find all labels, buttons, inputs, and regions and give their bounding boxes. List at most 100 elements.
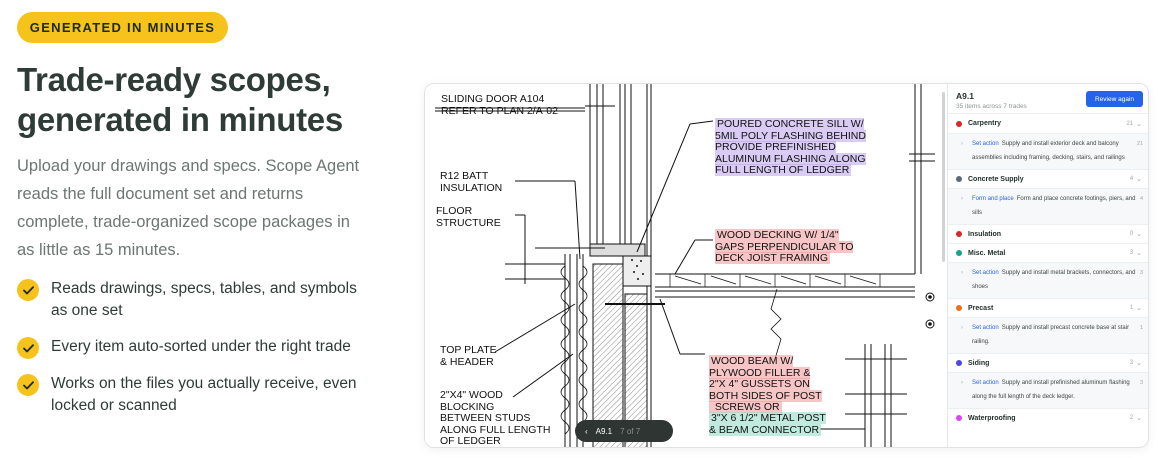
trade-count: 0 (1129, 231, 1134, 237)
trade-count: 21 (1126, 120, 1134, 127)
trade-count: 2 (1129, 415, 1134, 421)
construction-detail-drawing (435, 84, 935, 447)
chevron-down-icon[interactable]: ⌄ (1136, 120, 1142, 128)
sheet-pager[interactable]: ‹ A9.1 7 of 7 (575, 420, 673, 442)
beam-note: WOOD BEAM W/ PLYWOOD FILLER & 2"X 4" GUS… (709, 355, 822, 414)
check-icon (17, 279, 39, 301)
batt-insulation-label: R12 BATT INSULATION (440, 170, 503, 194)
panel-header: A9.1 35 items across 7 trades Review aga… (948, 84, 1148, 114)
lede-text: Upload your drawings and specs. Scope Ag… (17, 157, 360, 259)
feature-text: Works on the files you actually receive,… (51, 375, 357, 414)
trade-name: Insulation (968, 230, 1002, 238)
drawing-scrollbar[interactable] (942, 92, 945, 262)
scope-item-action[interactable]: Set action (972, 325, 999, 331)
panel-sheet-meta: 35 items across 7 trades (956, 103, 1027, 110)
trade-color-dot (956, 415, 962, 421)
check-icon (17, 337, 39, 359)
scope-item-text: Supply and install exterior deck and bal… (972, 141, 1125, 161)
chevron-down-icon[interactable]: ⌄ (1136, 250, 1142, 257)
floor-structure-label: FLOOR STRUCTURE (436, 205, 501, 229)
trade-name: Carpentry (968, 120, 1002, 127)
chevron-right-icon[interactable]: › (961, 196, 963, 202)
pager-sheet: A9.1 (595, 426, 613, 436)
trade-name: Misc. Metal (968, 249, 1006, 257)
scope-item-count: 3 (1139, 270, 1143, 276)
scope-item-text: Supply and install prefinished aluminum … (972, 380, 1130, 400)
sill-note: POURED CONCRETE SILL W/ 5mil POLY FLASHI… (715, 118, 866, 177)
trade-row[interactable]: Concrete Supply 4⌄ (948, 169, 1148, 188)
scope-item-action[interactable]: Set action (972, 141, 999, 147)
chevron-down-icon[interactable]: ⌄ (1136, 415, 1142, 422)
scope-panel: A9.1 35 items across 7 trades Review aga… (947, 84, 1148, 447)
review-again-button[interactable]: Review again (1086, 91, 1143, 107)
trade-name: Precast (968, 304, 994, 312)
trade-color-dot (956, 120, 962, 127)
chevron-down-icon[interactable]: ⌄ (1136, 305, 1142, 312)
headline-line-2: generated in minutes (17, 101, 343, 138)
scope-item-action[interactable]: Set action (972, 380, 999, 386)
drawing-viewer[interactable]: SLIDING DOOR A104 REFER TO PLAN 2/A-02 P… (425, 84, 947, 447)
sill-note-text: POURED CONCRETE SILL W/ 5mil POLY FLASHI… (715, 118, 866, 176)
top-plate-label: TOP PLATE & HEADER (440, 344, 497, 368)
chevron-down-icon[interactable]: ⌄ (1136, 360, 1142, 367)
headline-line-1: Trade-ready scopes, (17, 61, 331, 98)
chevron-right-icon[interactable]: › (961, 270, 963, 276)
blocking-label: 2"X4" WOOD BLOCKING BETWEEN STUDS ALONG … (440, 389, 551, 447)
chevron-right-icon[interactable]: › (961, 380, 963, 386)
scope-item-text: Supply and install precast concrete base… (972, 325, 1130, 345)
trade-row[interactable]: Waterproofing 2⌄ (948, 408, 1148, 427)
pager-count: 7 of 7 (620, 426, 641, 436)
generated-badge: GENERATED IN MINUTES (17, 12, 228, 43)
chevron-left-icon[interactable]: ‹ (585, 426, 588, 436)
scope-item-action[interactable]: Form and place (972, 196, 1014, 202)
trade-name: Waterproofing (968, 414, 1016, 422)
post-note-text: 3"X 6 1/2" METAL POST & BEAM CONNECTOR (709, 412, 826, 436)
feature-item: Reads drawings, specs, tables, and symbo… (17, 278, 367, 322)
trade-row[interactable]: Precast 1⌄ (948, 298, 1148, 317)
trade-color-dot (956, 176, 962, 182)
sliding-door-label: SLIDING DOOR A104 REFER TO PLAN 2/A-02 (441, 93, 558, 117)
page-title: Trade-ready scopes, generated in minutes (17, 60, 397, 140)
trade-color-dot (956, 250, 962, 256)
trade-count: 4 (1129, 176, 1134, 182)
feature-list: Reads drawings, specs, tables, and symbo… (17, 278, 367, 431)
chevron-right-icon[interactable]: › (961, 325, 963, 331)
scope-item-count: 3 (1139, 380, 1143, 386)
feature-item: Works on the files you actually receive,… (17, 373, 367, 417)
panel-sheet-id: A9.1 (956, 91, 974, 101)
chevron-down-icon[interactable]: ⌄ (1136, 176, 1142, 183)
trade-color-dot (956, 305, 962, 311)
decking-note-text: WOOD DECKING W/ 1/4" GAPS PERPENDICULAR … (715, 229, 854, 264)
trade-name: Siding (968, 359, 990, 367)
trade-color-dot (956, 231, 962, 237)
decking-note: WOOD DECKING W/ 1/4" GAPS PERPENDICULAR … (715, 229, 854, 265)
chevron-right-icon[interactable]: › (961, 141, 963, 147)
scope-item-count: 4 (1139, 196, 1143, 202)
feature-text: Reads drawings, specs, tables, and symbo… (51, 280, 357, 319)
trade-row[interactable]: Insulation 0⌄ (948, 224, 1148, 243)
trade-row[interactable]: Carpentry 21⌄ (948, 114, 1148, 133)
trade-count: 3 (1129, 360, 1134, 366)
chevron-down-icon[interactable]: ⌄ (1136, 231, 1142, 238)
trade-row[interactable]: Siding 3⌄ (948, 353, 1148, 372)
feature-text: Every item auto-sorted under the right t… (51, 338, 351, 355)
scope-item-action[interactable]: Set action (972, 270, 999, 276)
scope-item-count: 1 (1139, 325, 1143, 331)
trade-name: Concrete Supply (968, 175, 1024, 183)
feature-item: Every item auto-sorted under the right t… (17, 336, 367, 359)
app-mockup: SLIDING DOOR A104 REFER TO PLAN 2/A-02 P… (424, 83, 1149, 448)
trade-count: 1 (1129, 305, 1134, 311)
post-note: 3"X 6 1/2" METAL POST & BEAM CONNECTOR (709, 412, 826, 436)
scope-item-text: Form and place concrete footings, piers,… (972, 196, 1136, 216)
scope-item-count: 21 (1136, 141, 1143, 147)
trade-color-dot (956, 360, 962, 366)
scope-item-text: Supply and install metal brackets, conne… (972, 270, 1136, 290)
check-icon (17, 374, 39, 396)
